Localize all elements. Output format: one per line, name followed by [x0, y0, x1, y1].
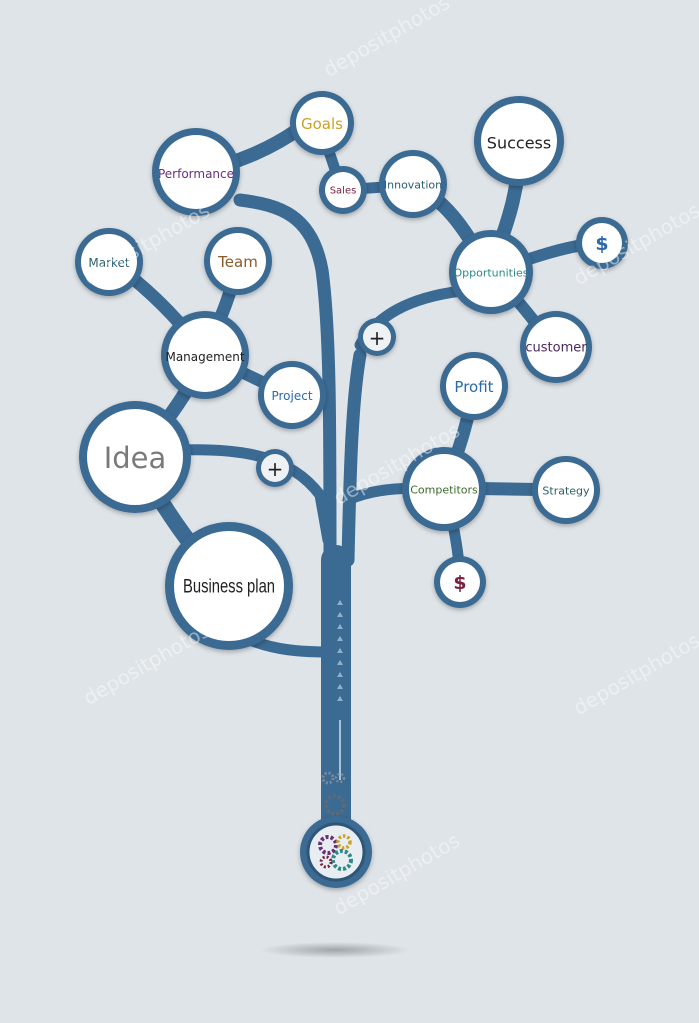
label-profit: Profit	[454, 378, 493, 396]
node-competitors	[402, 447, 486, 531]
node-innovation	[379, 150, 447, 218]
node-idea	[79, 401, 191, 513]
plus-icon-upper: +	[369, 326, 386, 350]
label-management: Management	[165, 350, 244, 364]
node-goals	[290, 91, 354, 155]
node-customer	[520, 311, 592, 383]
plus-badge-upper	[358, 318, 396, 356]
label-business-plan: Business plan	[183, 577, 275, 598]
gear-icon	[318, 835, 338, 855]
plus-icon-lower: +	[267, 457, 284, 481]
node-management	[161, 311, 249, 399]
ground-shadow	[260, 942, 410, 958]
node-performance	[152, 128, 240, 216]
node-success	[474, 96, 564, 186]
node-profit	[440, 352, 508, 420]
dollar-icon: $	[595, 233, 608, 255]
label-success: Success	[487, 134, 551, 153]
trunk-right-stem	[341, 348, 367, 567]
node-opportunities	[449, 230, 533, 314]
label-idea: Idea	[104, 441, 167, 475]
node-market	[75, 228, 143, 296]
label-strategy: Strategy	[542, 485, 590, 498]
label-competitors: Competitors	[410, 484, 478, 497]
watermark-text: depositphotos	[319, 0, 454, 82]
branch-idea	[174, 444, 334, 546]
label-innovation: Innovation	[384, 179, 442, 192]
node-project	[258, 361, 326, 429]
label-goals: Goals	[301, 115, 343, 133]
label-project: Project	[271, 389, 312, 403]
node-dollar-bottom	[434, 556, 486, 608]
node-strategy	[532, 456, 600, 524]
label-performance: Performance	[158, 167, 234, 181]
label-market: Market	[88, 256, 130, 270]
label-team: Team	[217, 253, 258, 271]
node-business-plan	[165, 522, 293, 650]
node-dollar-top	[576, 217, 628, 269]
branch-business-plan	[244, 634, 336, 658]
label-sales: Sales	[330, 186, 357, 197]
watermark-text: depositphotos	[79, 618, 214, 710]
watermark-text: depositphotos	[569, 628, 699, 720]
node-sales	[319, 166, 367, 214]
label-customer: customer	[525, 341, 587, 356]
plus-badge-lower	[256, 449, 294, 487]
trunk-left-stem	[233, 193, 337, 567]
dollar-icon-bottom: $	[453, 572, 466, 594]
label-opportunities: Opportunities	[453, 267, 528, 280]
trunk-arrows	[337, 600, 343, 780]
node-team	[204, 227, 272, 295]
gear-base	[300, 771, 372, 888]
